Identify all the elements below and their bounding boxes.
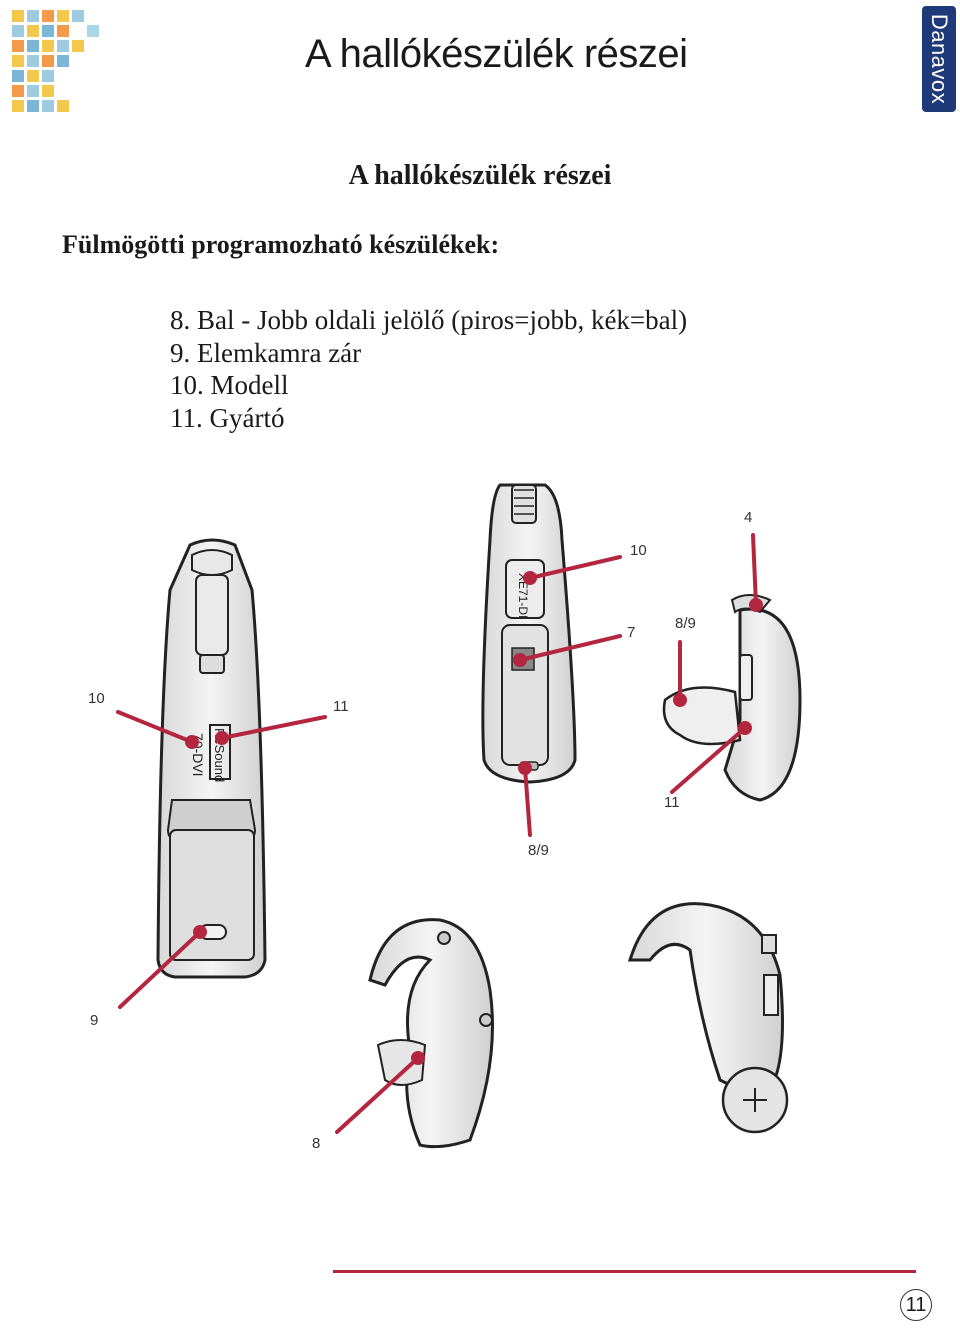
side-model-label: XE71-DI [516,573,530,618]
callout-10-top: 10 [630,542,647,559]
section-subtitle: Fülmögötti programozható készülékek: [62,230,500,259]
brand-tab: Danavox [922,6,956,112]
footer-divider [333,1270,916,1273]
list-item: 10. Modell [170,370,289,400]
callout-4: 4 [744,509,753,526]
callout-11-right: 11 [664,794,680,811]
callout-lines [116,533,763,1134]
list-item: 9. Elemkamra zár [170,337,362,368]
device-bte-hook [368,918,494,1149]
callout-8-9-bottom: 8/9 [528,842,549,859]
callout-11-left: 11 [333,698,349,715]
callout-10-left: 10 [88,690,105,707]
callout-7: 7 [627,624,636,641]
logo-grid [12,10,102,112]
device-bte-battery [627,902,789,1134]
parts-list: 8. Bal - Jobb oldali jelölő (piros=jobb,… [170,304,687,434]
section-title: A hallókészülék részei [0,160,960,192]
callout-9: 9 [90,1012,99,1029]
device-open-door [662,594,802,802]
page-header-title: A hallókészülék részei [305,32,688,76]
list-item: 11. Gyártó [170,402,285,433]
list-item: 8. Bal - Jobb oldali jelölő (piros=jobb,… [170,305,688,335]
device-back-view [156,538,267,979]
device-side-view [481,483,577,784]
callout-8-9-mid: 8/9 [675,615,696,632]
callout-8: 8 [312,1135,321,1152]
section-title-text: A hallókészülék részei [348,160,612,191]
page-number: 11 [900,1289,932,1321]
